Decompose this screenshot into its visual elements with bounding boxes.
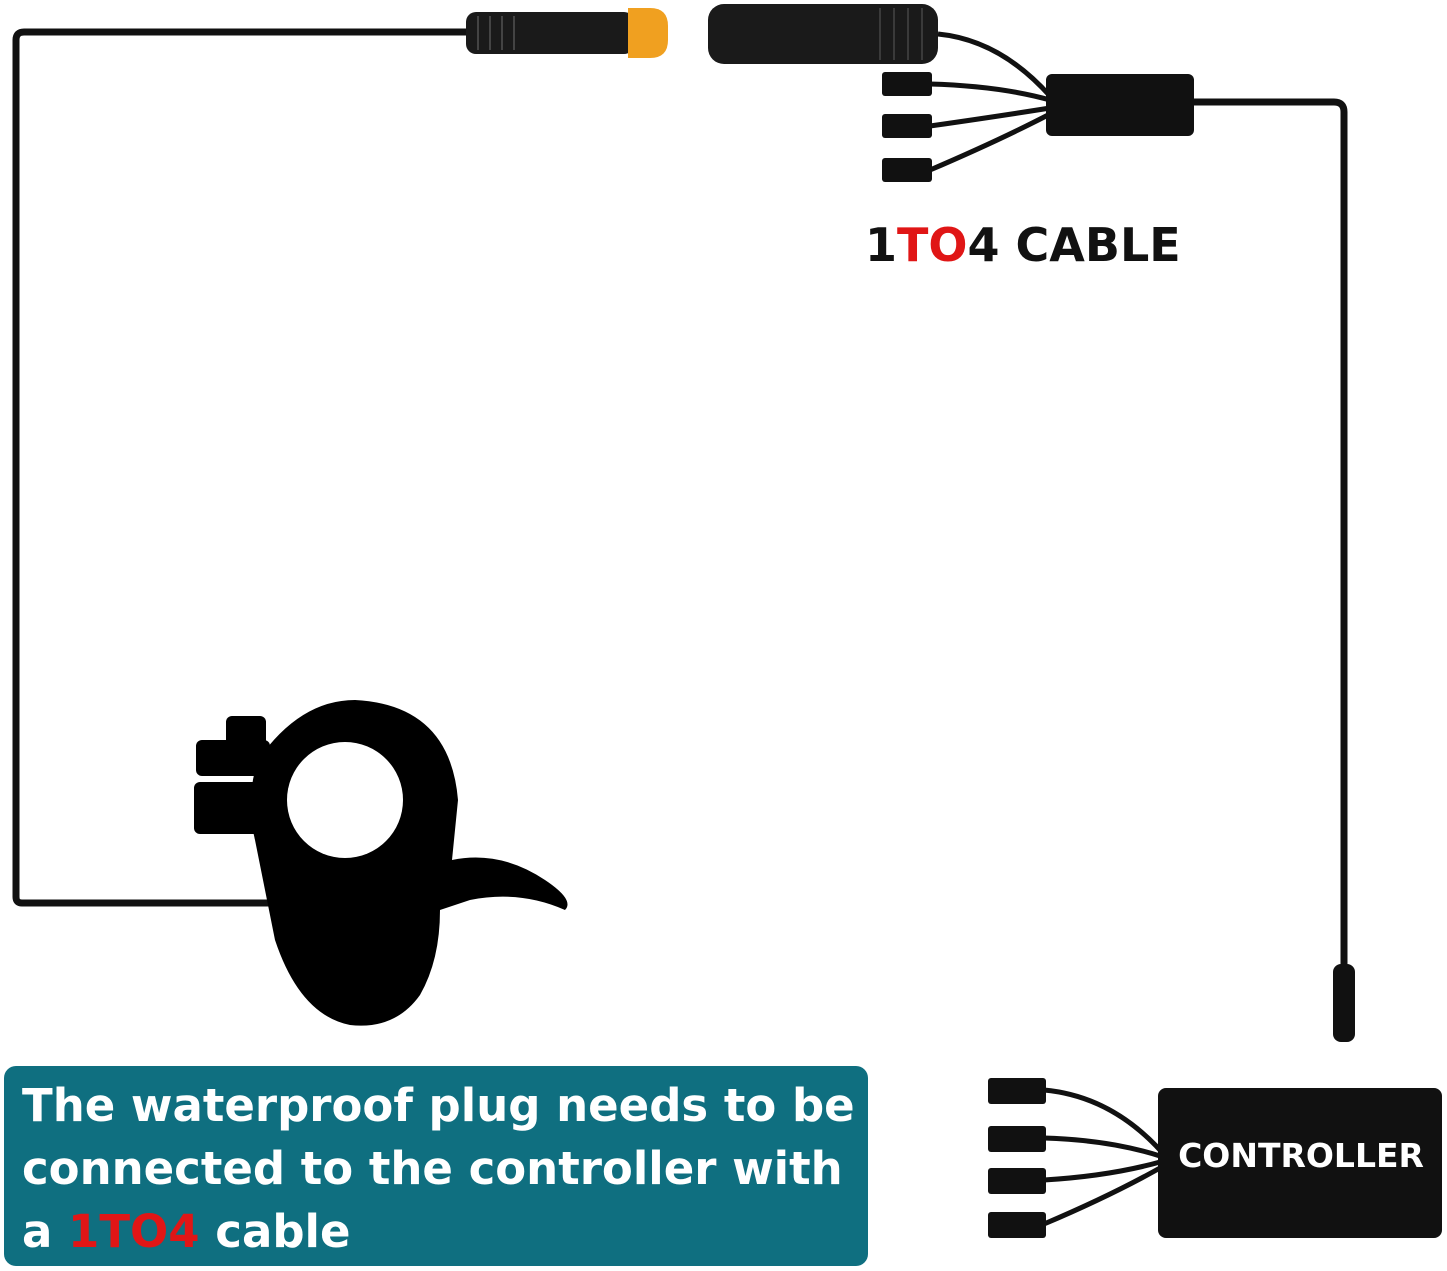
cable-end-sleeve [1333,964,1355,1042]
cable-type-label: 1TO4 CABLE [865,218,1181,272]
thumb-throttle-icon [194,700,568,1026]
waterproof-plug-male-icon [466,8,668,58]
splitter-icon [882,31,1194,182]
cable-label-part3: 4 CABLE [967,218,1181,272]
controller-label: CONTROLLER [1178,1136,1424,1175]
note-line-3-prefix: a [22,1205,69,1258]
instruction-note: The waterproof plug needs to be connecte… [4,1066,868,1266]
note-line-2: connected to the controller with [22,1142,843,1195]
note-line-3-highlight: 1TO4 [68,1205,200,1258]
note-line-3-suffix: cable [199,1205,351,1258]
note-line-3: a 1TO4 cable [22,1200,856,1263]
cable-label-part2: TO [897,218,968,272]
cable-label-part1: 1 [865,218,898,272]
controller-icon [988,1078,1442,1238]
waterproof-plug-female-icon [708,4,938,64]
throttle-cable [12,28,470,907]
splitter-cable [1194,98,1348,970]
note-line-1: The waterproof plug needs to be [22,1079,855,1132]
